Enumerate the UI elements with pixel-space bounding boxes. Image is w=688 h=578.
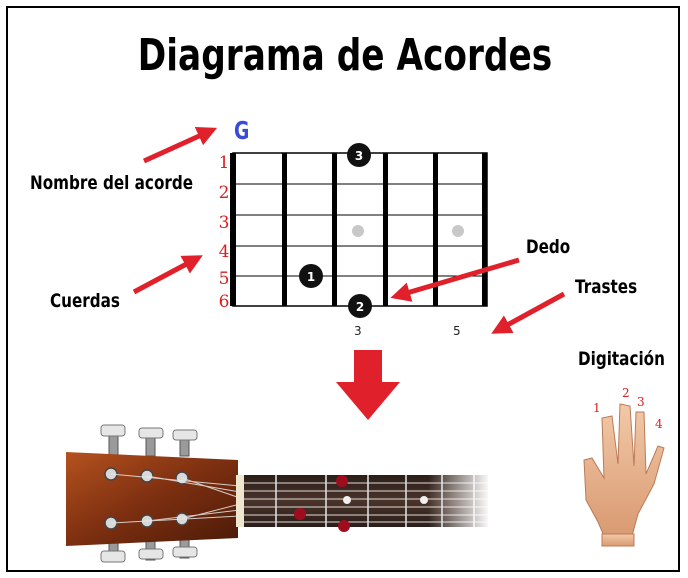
finger-marker-1: 1 [299, 264, 323, 288]
arrow-chord-name [142, 127, 218, 164]
fret-inlay-dot [452, 225, 464, 237]
svg-text:4: 4 [655, 417, 663, 431]
finger-marker-3: 3 [347, 143, 371, 167]
svg-text:3: 3 [355, 149, 363, 163]
down-arrow-icon [336, 350, 400, 420]
svg-text:3: 3 [637, 395, 645, 409]
string-number: 4 [218, 242, 230, 262]
arrow-strings [132, 255, 203, 295]
arrow-finger [390, 257, 520, 302]
string-number: 2 [218, 183, 230, 203]
chord-name: G [234, 116, 250, 145]
svg-text:2: 2 [356, 300, 364, 314]
fret-number: 3 [354, 324, 362, 338]
svg-text:2: 2 [622, 386, 630, 400]
strings-label: Cuerdas [50, 290, 120, 312]
fingering-label: Digitación [578, 348, 665, 370]
frets-label: Trastes [575, 276, 638, 298]
hand-illustration: 1 2 3 4 [583, 386, 665, 547]
chord-chart-grid [230, 152, 488, 307]
finger-label: Dedo [526, 236, 571, 258]
guitar-neck-illustration [66, 424, 490, 563]
finger-marker-2: 2 [348, 294, 372, 318]
svg-text:1: 1 [307, 270, 315, 284]
fret-inlay-dot [352, 225, 364, 237]
string-number: 1 [218, 153, 230, 173]
arrow-frets [491, 291, 566, 334]
string-number: 5 [218, 269, 230, 289]
illustration-layer: 3 1 2 [66, 127, 665, 563]
string-number: 3 [218, 213, 230, 233]
chord-diagram-poster: Diagrama de Acordes [6, 6, 680, 572]
chord-name-label: Nombre del acorde [30, 172, 194, 194]
string-number: 6 [218, 292, 230, 312]
fret-number: 5 [453, 324, 461, 338]
svg-text:1: 1 [593, 401, 601, 415]
page-title: Diagrama de Acordes [137, 30, 553, 81]
